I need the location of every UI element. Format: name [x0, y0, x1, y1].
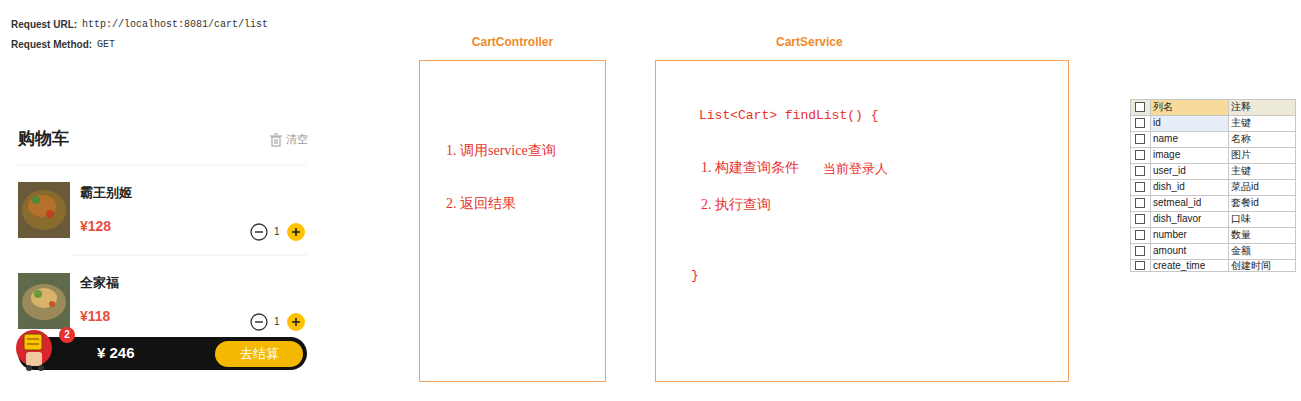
request-value: GET [97, 39, 115, 51]
page-title: 购物车 [18, 129, 69, 149]
table-cell: 数量 [1231, 229, 1251, 241]
dish-name: 全家福 [80, 275, 119, 291]
table-cell: create_time [1153, 260, 1205, 272]
table-cell: 主键 [1231, 165, 1251, 177]
dish-price: ¥118 [80, 308, 110, 325]
step-text: 1. 调用service查询 [446, 143, 556, 160]
dish-price: ¥128 [80, 218, 111, 235]
request-label: Request URL: [11, 19, 77, 31]
table-cell: 图片 [1231, 149, 1251, 161]
table-cell: 主键 [1231, 117, 1251, 129]
component-title: CartController [420, 35, 605, 49]
table-header: 列名 [1153, 101, 1173, 113]
table-cell: 名称 [1231, 133, 1251, 145]
table-cell: amount [1153, 245, 1186, 257]
code-brace: } [691, 268, 699, 284]
total-bar: 去结算2¥ 246 [18, 337, 307, 370]
table-cell: dish_id [1153, 181, 1185, 193]
table-cell: 套餐id [1231, 197, 1259, 209]
table-cell: number [1153, 229, 1187, 241]
table-cell: dish_flavor [1153, 213, 1201, 225]
service-box: CartServiceList<Cart> findList() {1. 构建查… [655, 60, 1069, 382]
table-cell: image [1153, 149, 1180, 161]
table-cell: 金额 [1231, 245, 1251, 257]
step-text: 1. 构建查询条件 [701, 160, 799, 177]
controller-box: CartController1. 调用service查询2. 返回结果 [419, 60, 606, 382]
step-text: 2. 执行查询 [701, 197, 771, 214]
count-badge: 2 [59, 327, 75, 343]
table-cell: user_id [1153, 165, 1186, 177]
checkout-button: 去结算 [215, 341, 303, 367]
table-cell: 口味 [1231, 213, 1251, 225]
quantity: 1 [274, 226, 280, 238]
dish-name: 霸王别姬 [80, 185, 132, 201]
table-cell: 菜品id [1231, 181, 1259, 193]
table-cell: 创建时间 [1231, 260, 1271, 272]
note-text: 当前登录人 [823, 161, 888, 177]
component-title: CartService [776, 35, 843, 49]
table-header: 注释 [1231, 101, 1251, 113]
step-text: 2. 返回结果 [446, 196, 516, 213]
table-cell: name [1153, 133, 1178, 145]
table-cell: id [1153, 117, 1161, 129]
quantity: 1 [274, 316, 280, 328]
table-cell: setmeal_id [1153, 197, 1201, 209]
method-signature: List<Cart> findList() { [699, 108, 878, 124]
badge-number: 2 [64, 329, 70, 341]
cart-icon [14, 322, 62, 374]
request-label: Request Method: [11, 39, 92, 51]
total-amount: ¥ 246 [97, 344, 135, 362]
request-value: http://localhost:8081/cart/list [82, 19, 268, 31]
clear-link: 清空 [286, 133, 308, 146]
button-text: 去结算 [240, 346, 279, 362]
